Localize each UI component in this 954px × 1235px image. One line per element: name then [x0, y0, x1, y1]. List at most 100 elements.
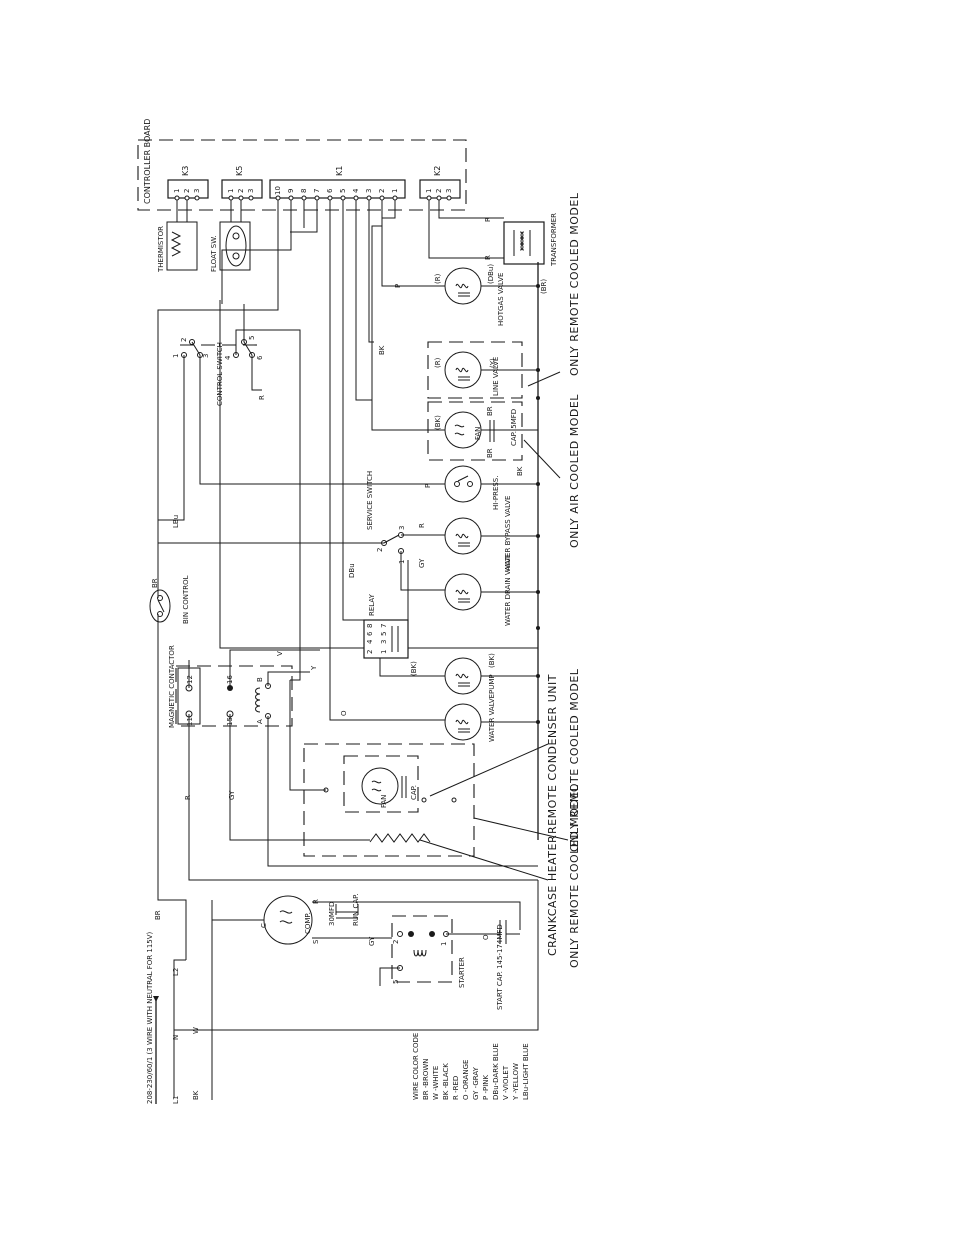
k3-pin: 3 [193, 189, 201, 193]
service-switch-pin: 2 [376, 548, 384, 552]
note-remote-condenser-unit: REMOTE CONDENSER UNIT [546, 674, 559, 834]
terminal-n: N [172, 1035, 180, 1040]
rc-fan-label: FAN [380, 795, 388, 808]
k1-pin: 7 [313, 189, 321, 193]
wire-label-gy: GY [368, 936, 376, 946]
relay-pin: 2 [366, 650, 374, 654]
wire-label-bk: (BK) [434, 415, 442, 430]
k1-pin: 6 [326, 188, 334, 193]
k2-pin: 3 [445, 189, 453, 193]
k1-pin: 2 [378, 189, 386, 193]
control-switch-pin: 4 [224, 355, 232, 360]
wire-label-bk: (BK) [410, 661, 418, 676]
k5-pin: 1 [227, 189, 235, 193]
water-drain-valve-label: WATER DRAIN VALVE [504, 554, 512, 626]
starter-pin: 1 [440, 942, 448, 946]
wire-label-gy: GY [228, 790, 236, 800]
k1-pin: 10 [274, 186, 282, 195]
controller-board-label: CONTROLLER BOARD [143, 119, 152, 204]
float-switch: FLOAT SW. [210, 200, 251, 272]
k1-pin: 1 [391, 189, 399, 193]
k2-pin: 1 [425, 189, 433, 193]
k5-pin-labels: 1 2 3 [227, 189, 255, 193]
k1-label: K1 [335, 166, 344, 176]
transformer: TRANSFORMER R R (BR) [484, 213, 558, 294]
color-code-entry: LBu-LIGHT BLUE [522, 1043, 530, 1100]
k5-pin: 2 [237, 189, 245, 193]
note-crankcase-heater: CRANKCASE HEATER [546, 835, 559, 956]
wire-label-lbu: LBu [172, 515, 180, 528]
k2-label: K2 [433, 166, 442, 176]
power-spec: 208-230/60/1 (3 WIRE WITH NEUTRAL FOR 11… [146, 931, 154, 1104]
k3-pin-labels: 1 2 3 [173, 189, 201, 193]
relay-pin: 6 [366, 631, 374, 636]
wire-label-r: R [184, 795, 192, 800]
k1-pin: 3 [365, 189, 373, 193]
water-bypass-valve-label: WATER BYPASS VALVE [504, 496, 512, 572]
starter-pin: 5 [392, 980, 400, 984]
bin-control: BIN CONTROL BR [149, 575, 190, 624]
power-supply: 208-230/60/1 (3 WIRE WITH NEUTRAL FOR 11… [146, 790, 236, 1104]
wire-label-y: (Y) [489, 358, 497, 368]
control-switch-pin: 5 [248, 336, 256, 340]
pump: PUMP (BK) [444, 653, 496, 695]
line-valve-label: LINE VALVE [492, 357, 500, 396]
k1-pin-labels: 10 9 8 7 6 5 4 3 2 1 [274, 186, 399, 195]
fan-motor-group: FAN CAP. 5MFD (BK) BR BR [427, 401, 523, 461]
terminal-l1: L1 [172, 1096, 180, 1104]
wire-label-dbu: (DBu) [487, 264, 495, 284]
wire-label-bk: BK [516, 466, 524, 476]
thermistor: THERMISTOR [157, 200, 198, 273]
color-code-title: WIRE COLOR CODE [412, 1033, 420, 1100]
relay-pin: 3 [380, 640, 388, 644]
k5-pin: 3 [247, 189, 255, 193]
rc-cap-label: CAP. [410, 785, 418, 800]
wire-label-y: Y [310, 665, 318, 671]
line-valve-group: LINE VALVE (R) (Y) BK [378, 341, 523, 399]
control-switch-pin: 3 [202, 354, 210, 358]
k1-pin: 5 [339, 189, 347, 193]
water-bypass-valve: WATER BYPASS VALVE [444, 496, 512, 572]
compressor: COMP. C R S [260, 895, 320, 945]
wire-label-bk: (BK) [488, 653, 496, 668]
start-cap-label: START CAP. 145-174MFD [496, 924, 504, 1010]
controller-board: CONTROLLER BOARD K3 K5 K1 K2 1 2 3 1 2 3… [137, 119, 467, 211]
k2-pin-labels: 1 2 3 [425, 189, 453, 193]
k3-label: K3 [181, 166, 190, 176]
relay-label: RELAY [368, 593, 376, 616]
service-switch-label: SERVICE SWITCH [366, 471, 374, 530]
magnetic-contactor: MAGNETIC CONTACTOR 12 16 11 15 B A V Y [168, 645, 318, 728]
note-only-remote-cooled: ONLY REMOTE COOLED MODEL [568, 784, 581, 968]
color-code-entry: V -VIOLET [502, 1065, 510, 1100]
color-code-entry: BR -BROWN [422, 1058, 430, 1100]
comp-terminal: S [312, 939, 320, 944]
wire-label-br: (BR) [540, 279, 548, 294]
remote-condenser-unit: FAN CAP. [303, 743, 475, 857]
wire-label-gy: GY [418, 558, 426, 568]
cap-5mfd-label: CAP. 5MFD [510, 409, 518, 446]
wire-label-br: BR [486, 448, 494, 458]
note-only-remote-cooled: ONLY REMOTE COOLED MODEL [568, 192, 581, 376]
wire-label-br: BR [486, 406, 494, 416]
board-pin-terminals [174, 195, 452, 201]
wire-label-r: R [484, 217, 492, 222]
transformer-label: TRANSFORMER [550, 213, 558, 267]
k1-pin: 9 [287, 189, 295, 193]
relay: RELAY 2 4 6 8 1 3 5 7 (BK) [363, 593, 418, 676]
mc-pin: A [256, 719, 264, 724]
color-code-entry: P -PINK [482, 1075, 490, 1100]
hi-press-label: HI-PRESS. [492, 476, 500, 510]
terminal-l2: L2 [172, 968, 180, 976]
wire-label-bk: BK [378, 345, 386, 355]
color-code-entry: Y -YELLOW [512, 1063, 520, 1101]
starter: 2 1 5 STARTER [391, 915, 466, 988]
run-capacitor: 30MFD RUN CAP. GY [328, 894, 376, 946]
service-switch-pin: 1 [398, 560, 406, 564]
mc-pin: B [256, 677, 264, 682]
relay-pin: 8 [366, 624, 374, 628]
k1-connector [269, 179, 406, 199]
side-notes: ONLY REMOTE COOLED MODEL ONLY AIR COOLED… [546, 192, 581, 968]
service-switch: 2 1 3 SERVICE SWITCH R DBu GY LBu [172, 471, 426, 578]
wire-label-r: R [258, 395, 266, 400]
